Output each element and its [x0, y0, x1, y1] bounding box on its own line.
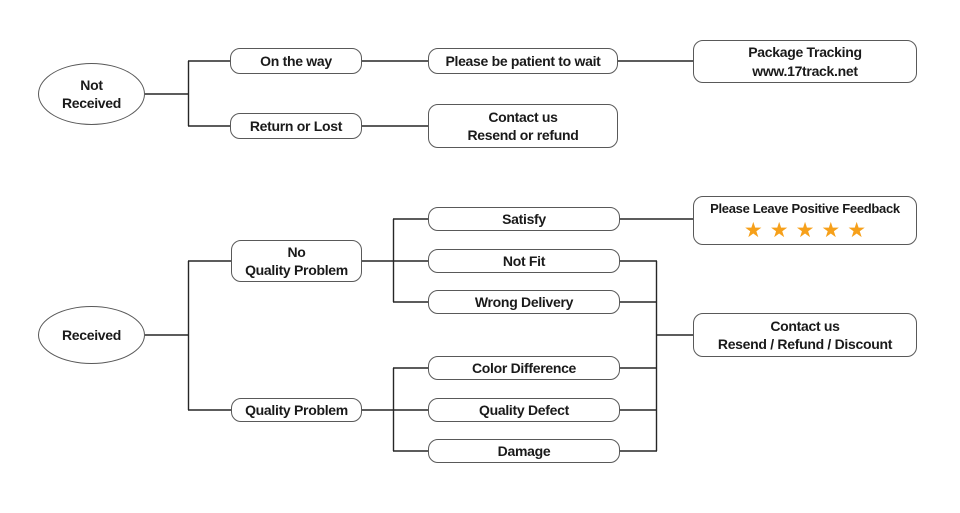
node-return-or-lost: Return or Lost — [230, 113, 362, 139]
five-star-rating-icon: ★★★★★ — [743, 218, 874, 242]
node-not-fit: Not Fit — [428, 249, 620, 273]
node-wrong-delivery: Wrong Delivery — [428, 290, 620, 314]
node-color-difference: Color Difference — [428, 356, 620, 380]
node-please-be-patient: Please be patient to wait — [428, 48, 618, 74]
node-quality-problem: Quality Problem — [231, 398, 362, 422]
node-not-received: Not Received — [38, 63, 145, 125]
bottom-tree-connectors — [145, 218, 693, 452]
node-contact-resend-refund: Contact us Resend or refund — [428, 104, 618, 148]
top-tree-connectors — [145, 60, 693, 127]
node-contact-resend-refund-discount: Contact us Resend / Refund / Discount — [693, 313, 917, 357]
node-satisfy: Satisfy — [428, 207, 620, 231]
node-quality-defect: Quality Defect — [428, 398, 620, 422]
node-positive-feedback: Please Leave Positive Feedback ★★★★★ — [693, 196, 917, 245]
node-received: Received — [38, 306, 145, 364]
node-package-tracking: Package Tracking www.17track.net — [693, 40, 917, 83]
node-on-the-way: On the way — [230, 48, 362, 74]
node-no-quality-problem: No Quality Problem — [231, 240, 362, 282]
node-damage: Damage — [428, 439, 620, 463]
positive-feedback-label: Please Leave Positive Feedback — [710, 201, 900, 217]
